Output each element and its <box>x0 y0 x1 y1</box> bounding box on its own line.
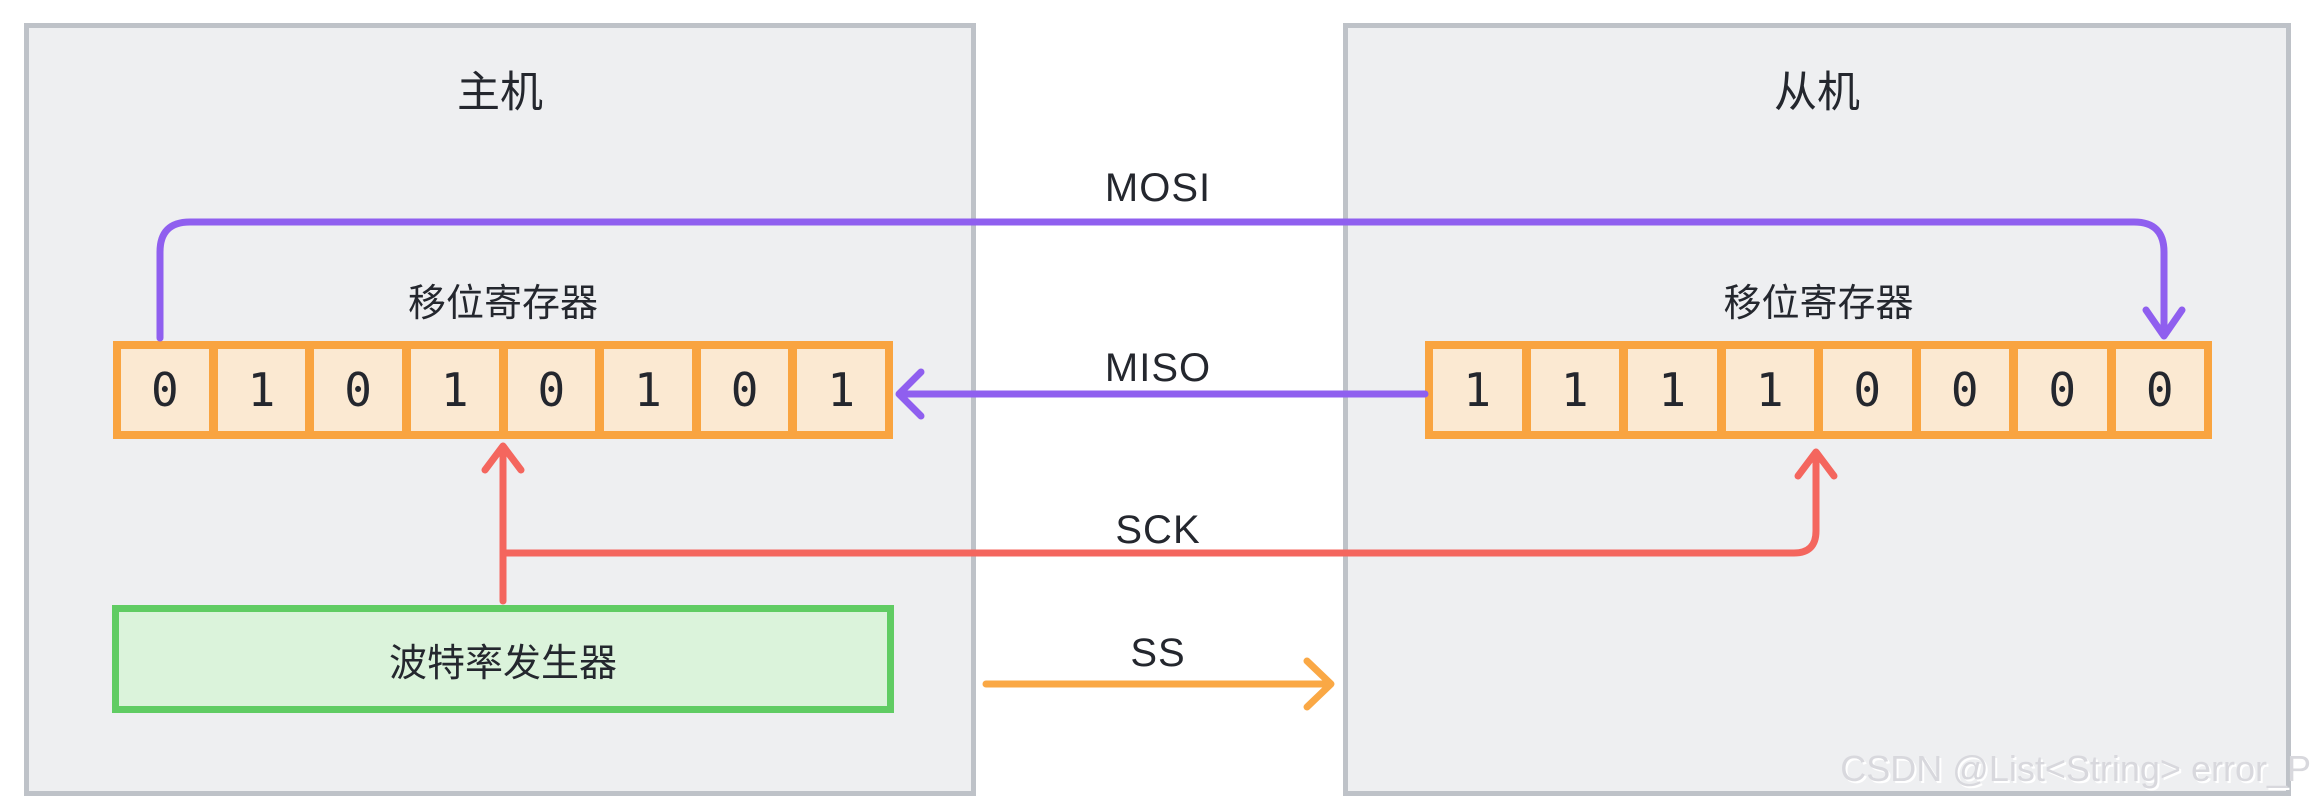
master-register-cell: 1 <box>797 349 885 431</box>
master-register-cell: 0 <box>314 349 402 431</box>
master-shift-register-label: 移位寄存器 <box>407 283 598 325</box>
ss-label: SS <box>1130 631 1186 675</box>
slave-title: 从机 <box>1774 69 1860 117</box>
master-register-cell: 0 <box>507 349 596 431</box>
baud-rate-generator: 波特率发生器 <box>112 605 894 713</box>
slave-register-cell: 1 <box>1530 349 1619 431</box>
slave-shift-register: 1 1 1 1 0 0 0 0 <box>1425 341 2212 439</box>
master-register-cell: 0 <box>700 349 789 431</box>
slave-register-cell: 1 <box>1725 349 1814 431</box>
baud-rate-generator-label: 波特率发生器 <box>388 642 617 685</box>
master-register-cell: 1 <box>604 349 692 431</box>
sck-label: SCK <box>1115 508 1201 552</box>
slave-register-cell: 1 <box>1433 349 1522 431</box>
slave-register-cell: 0 <box>1823 349 1912 431</box>
master-shift-register: 0 1 0 1 0 1 0 1 <box>113 341 893 439</box>
mosi-label: MOSI <box>1104 166 1212 210</box>
ss-arrowhead-icon <box>1303 657 1335 711</box>
slave-register-cell: 0 <box>2115 349 2204 431</box>
slave-shift-register-label: 移位寄存器 <box>1723 283 1914 325</box>
master-title: 主机 <box>457 69 543 117</box>
master-register-cell: 1 <box>410 349 499 431</box>
slave-register-cell: 1 <box>1628 349 1717 431</box>
slave-register-cell: 0 <box>2018 349 2107 431</box>
slave-register-cell: 0 <box>1920 349 2009 431</box>
master-register-cell: 0 <box>121 349 209 431</box>
master-register-cell: 1 <box>217 349 306 431</box>
watermark: CSDN @List<String> error_P <box>1840 748 2311 789</box>
miso-label: MISO <box>1104 346 1212 390</box>
